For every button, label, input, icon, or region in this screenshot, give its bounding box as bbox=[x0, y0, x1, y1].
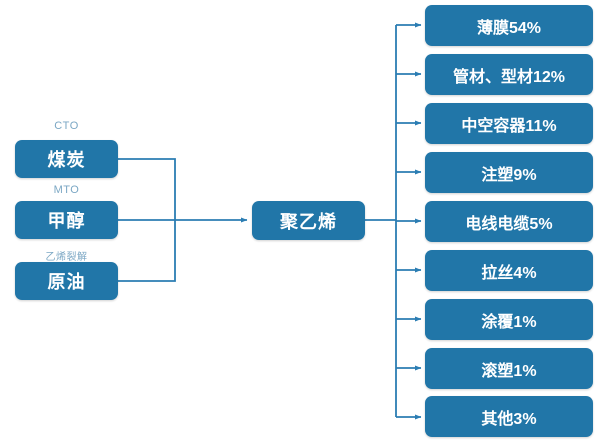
node-coal[interactable]: 煤炭 bbox=[15, 140, 118, 178]
node-application-drawing[interactable]: 拉丝4% bbox=[425, 250, 593, 291]
node-application-hollow-container[interactable]: 中空容器11% bbox=[425, 103, 593, 144]
application-branches bbox=[396, 22, 422, 420]
node-application-wire-cable[interactable]: 电线电缆5% bbox=[425, 201, 593, 242]
process-label-ethylene-cracking: 乙烯裂解 bbox=[45, 252, 88, 263]
node-application-pipe-profile[interactable]: 管材、型材12% bbox=[425, 54, 593, 95]
node-polyethylene[interactable]: 聚乙烯 bbox=[252, 201, 365, 240]
process-label-cto: CTO bbox=[54, 120, 79, 132]
node-application-coating[interactable]: 涂覆1% bbox=[425, 299, 593, 340]
node-application-injection-molding[interactable]: 注塑9% bbox=[425, 152, 593, 193]
node-application-film[interactable]: 薄膜54% bbox=[425, 5, 593, 46]
node-crude-oil[interactable]: 原油 bbox=[15, 262, 118, 300]
node-application-rotomolding[interactable]: 滚塑1% bbox=[425, 348, 593, 389]
node-application-other[interactable]: 其他3% bbox=[425, 396, 593, 437]
process-label-mto: MTO bbox=[53, 184, 80, 196]
application-trunk bbox=[365, 25, 397, 417]
feedstock-manifold bbox=[118, 158, 176, 282]
node-methanol[interactable]: 甲醇 bbox=[15, 201, 118, 239]
